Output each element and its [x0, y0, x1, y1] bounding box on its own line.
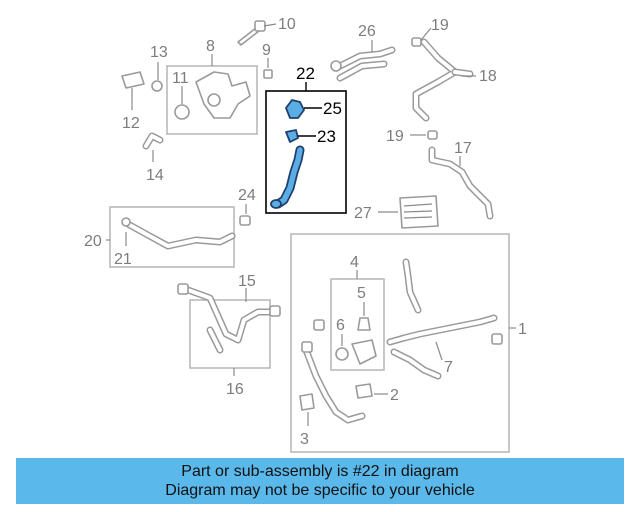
callout-14: 14 [146, 167, 164, 184]
group-box-16 [189, 299, 271, 369]
callout-1: 1 [518, 321, 527, 338]
group-box-1 [290, 233, 510, 453]
callout-6: 6 [336, 317, 345, 334]
callout-12: 12 [122, 115, 140, 132]
banner-line-2: Diagram may not be specific to your vehi… [165, 482, 475, 499]
callout-17: 17 [454, 140, 472, 157]
callout-26: 26 [358, 23, 376, 40]
callout-25: 25 [323, 99, 342, 118]
callout-4: 4 [350, 254, 359, 271]
callout-19-lower: 19 [386, 128, 404, 145]
part-19-clamp-upper: 19 [411, 17, 449, 47]
part-16-hose: 15 16 [177, 273, 281, 398]
callout-27: 27 [354, 205, 372, 222]
group-1-components: 1 4 5 6 3 2 7 [299, 254, 527, 448]
part-19-clamp-lower: 19 [386, 128, 438, 145]
part-12-sensor: 12 13 [121, 44, 168, 132]
callout-24: 24 [238, 187, 256, 204]
callout-21: 21 [114, 251, 132, 268]
callout-5: 5 [357, 285, 366, 302]
callout-3: 3 [300, 431, 309, 448]
part-22-highlighted-hose-assembly[interactable]: 22 25 23 [270, 64, 342, 209]
callout-15: 15 [238, 273, 256, 290]
part-17-pipe: 17 [428, 140, 494, 220]
callout-8: 8 [206, 38, 215, 55]
part-27-oil-cooler: 27 [354, 195, 439, 229]
part-26-bracket: 26 [330, 23, 396, 82]
part-18-hose: 18 [412, 38, 497, 122]
part-14-hose: 14 [142, 132, 164, 184]
callout-13: 13 [150, 44, 168, 61]
banner-line-1: Part or sub-assembly is #22 in diagram [181, 463, 459, 480]
callout-20: 20 [84, 233, 102, 250]
callout-2: 2 [390, 387, 399, 404]
callout-23: 23 [317, 127, 336, 146]
part-24-clamp: 24 [238, 187, 256, 226]
part-20-pipe: 20 21 [84, 217, 236, 268]
callout-11: 11 [172, 70, 189, 87]
part-8-thermostat-housing: 11 8 [172, 38, 251, 120]
part-9-bolt: 9 [262, 42, 273, 79]
callout-18: 18 [479, 68, 497, 85]
callout-22: 22 [296, 64, 315, 83]
callout-9: 9 [262, 42, 271, 59]
part-10-bolt: 10 [237, 16, 296, 46]
callout-19-upper: 19 [431, 17, 449, 34]
callout-7: 7 [444, 359, 453, 376]
info-banner: Part or sub-assembly is #22 in diagram D… [16, 458, 624, 504]
callout-16: 16 [226, 381, 244, 398]
callout-10: 10 [278, 16, 296, 33]
